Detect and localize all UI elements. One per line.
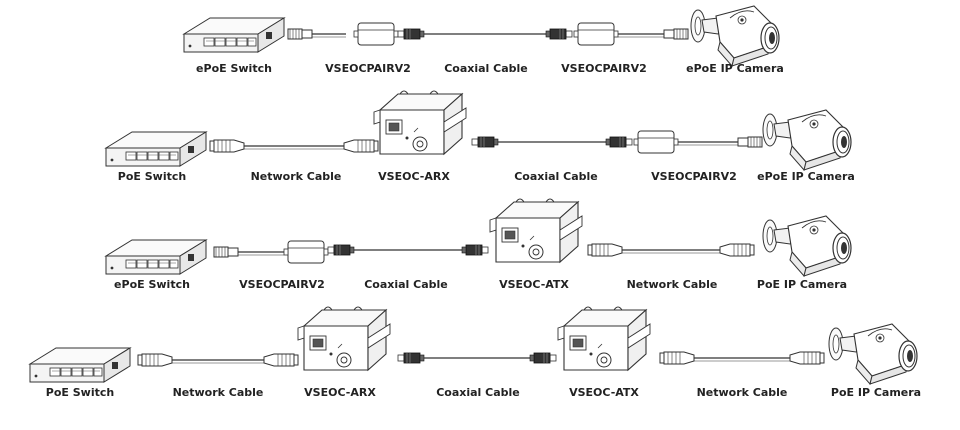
row4-label-6: PoE IP Camera <box>831 386 921 399</box>
row4-label-0: PoE Switch <box>46 386 114 399</box>
row3-label-0: ePoE Switch <box>114 278 190 291</box>
row4-label-2: VSEOC-ARX <box>304 386 376 399</box>
row1-label-1: VSEOCPAIRV2 <box>325 62 411 75</box>
row-4: PoE Switch Network Cable VSEOC-ARX Coaxi… <box>29 306 921 399</box>
row2-label-4: VSEOCPAIRV2 <box>651 170 737 183</box>
row-1: ePoE Switch VSEOCPAIRV2 Coaxial Cable VS… <box>183 5 784 75</box>
row2-arx-box-icon <box>373 90 467 155</box>
row3-label-1: VSEOCPAIRV2 <box>239 278 325 291</box>
row3-epoe-switch-icon <box>105 239 207 275</box>
row1-net-cable-b <box>618 28 689 40</box>
row3-poe-camera-icon <box>762 215 852 277</box>
row1-balun-a-icon <box>353 22 399 46</box>
epoe-switch-icon <box>183 17 285 53</box>
row1-label-2: Coaxial Cable <box>444 62 528 75</box>
row2-network-cable <box>210 139 379 153</box>
row2-bnc-a-icon <box>471 136 499 148</box>
row4-label-4: VSEOC-ATX <box>569 386 639 399</box>
row2-label-1: Network Cable <box>251 170 342 183</box>
row1-label-4: ePoE IP Camera <box>686 62 784 75</box>
row3-label-3: VSEOC-ATX <box>499 278 569 291</box>
row4-network-cable-b <box>660 351 825 365</box>
row1-net-cable-a <box>288 29 346 39</box>
row2-label-0: PoE Switch <box>118 170 186 183</box>
row1-label-3: VSEOCPAIRV2 <box>561 62 647 75</box>
row4-atx-box-icon <box>557 306 651 371</box>
row3-bnc-b-icon <box>462 245 488 255</box>
row1-balun-b-icon <box>573 22 619 46</box>
row4-poe-camera-icon <box>828 323 918 385</box>
row2-bnc-b-icon <box>606 137 632 147</box>
row1-label-0: ePoE Switch <box>196 62 272 75</box>
row3-label-5: PoE IP Camera <box>757 278 847 291</box>
row2-label-3: Coaxial Cable <box>514 170 598 183</box>
row4-label-5: Network Cable <box>697 386 788 399</box>
row3-net-cable-a <box>214 247 284 257</box>
row4-arx-box-icon <box>297 306 391 371</box>
row4-label-3: Coaxial Cable <box>436 386 520 399</box>
row3-balun-icon <box>283 240 329 264</box>
row3-label-4: Network Cable <box>627 278 718 291</box>
row3-label-2: Coaxial Cable <box>364 278 448 291</box>
epoe-ip-camera-icon <box>690 5 780 67</box>
row1-bnc-b-icon <box>546 29 572 39</box>
row4-poe-switch-icon <box>29 347 131 383</box>
row2-balun-icon <box>633 130 679 154</box>
row3-bnc-a-icon <box>327 244 355 256</box>
row-2: PoE Switch Network Cable VSEOC-ARX Coaxi… <box>105 90 855 183</box>
row3-atx-box-icon <box>489 198 583 263</box>
row-3: ePoE Switch VSEOCPAIRV2 Coaxial Cable VS… <box>105 198 852 291</box>
row2-label-5: ePoE IP Camera <box>757 170 855 183</box>
row3-network-cable <box>588 243 755 257</box>
row4-bnc-b-icon <box>530 353 556 363</box>
row2-epoe-camera-icon <box>762 109 852 171</box>
row4-bnc-a-icon <box>397 352 425 364</box>
row2-label-2: VSEOC-ARX <box>378 170 450 183</box>
poe-switch-icon <box>105 131 207 167</box>
row4-label-1: Network Cable <box>173 386 264 399</box>
row2-net-cable-b <box>678 136 763 148</box>
row1-bnc-a-icon <box>397 28 425 40</box>
row4-network-cable-a <box>138 353 299 367</box>
